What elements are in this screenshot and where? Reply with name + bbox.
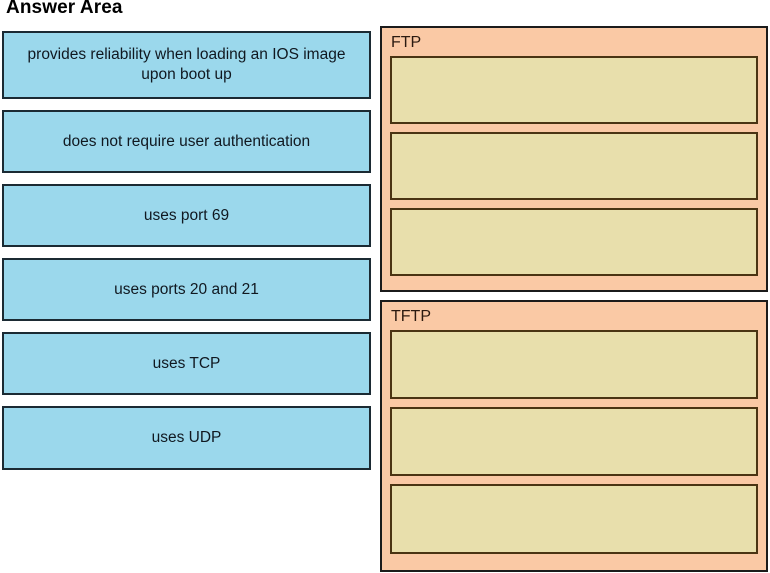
drop-slot-ftp-3[interactable] — [390, 208, 758, 276]
option-tile-label: uses ports 20 and 21 — [114, 280, 259, 298]
option-tile-label: uses UDP — [151, 429, 222, 446]
category-panel-tftp[interactable]: TFTP — [380, 300, 768, 572]
drop-slot-ftp-1[interactable] — [390, 56, 758, 124]
option-tile-ports-20-21[interactable]: uses ports 20 and 21 — [2, 258, 371, 321]
drop-slot-tftp-2[interactable] — [390, 407, 758, 476]
option-tile-uses-tcp[interactable]: uses TCP — [2, 332, 371, 395]
drop-slot-ftp-2[interactable] — [390, 132, 758, 200]
option-tile-port-69[interactable]: uses port 69 — [2, 184, 371, 247]
option-tile-no-authentication[interactable]: does not require user authentication — [2, 110, 371, 173]
page-title: Answer Area — [6, 0, 123, 18]
drop-slot-tftp-3[interactable] — [390, 484, 758, 554]
category-label-tftp: TFTP — [391, 308, 431, 325]
option-tile-label: provides reliability when loading an IOS… — [27, 46, 346, 83]
option-tile-reliability[interactable]: provides reliability when loading an IOS… — [2, 31, 371, 99]
option-tile-label: uses TCP — [152, 354, 221, 372]
options-column: provides reliability when loading an IOS… — [2, 31, 371, 481]
option-tile-uses-udp[interactable]: uses UDP — [2, 406, 371, 470]
categories-column: FTP TFTP — [380, 26, 768, 572]
option-tile-label: uses port 69 — [143, 206, 230, 224]
category-panel-ftp[interactable]: FTP — [380, 26, 768, 292]
category-label-ftp: FTP — [391, 34, 422, 51]
drop-slot-tftp-1[interactable] — [390, 330, 758, 399]
option-tile-label: does not require user authentication — [62, 132, 311, 150]
